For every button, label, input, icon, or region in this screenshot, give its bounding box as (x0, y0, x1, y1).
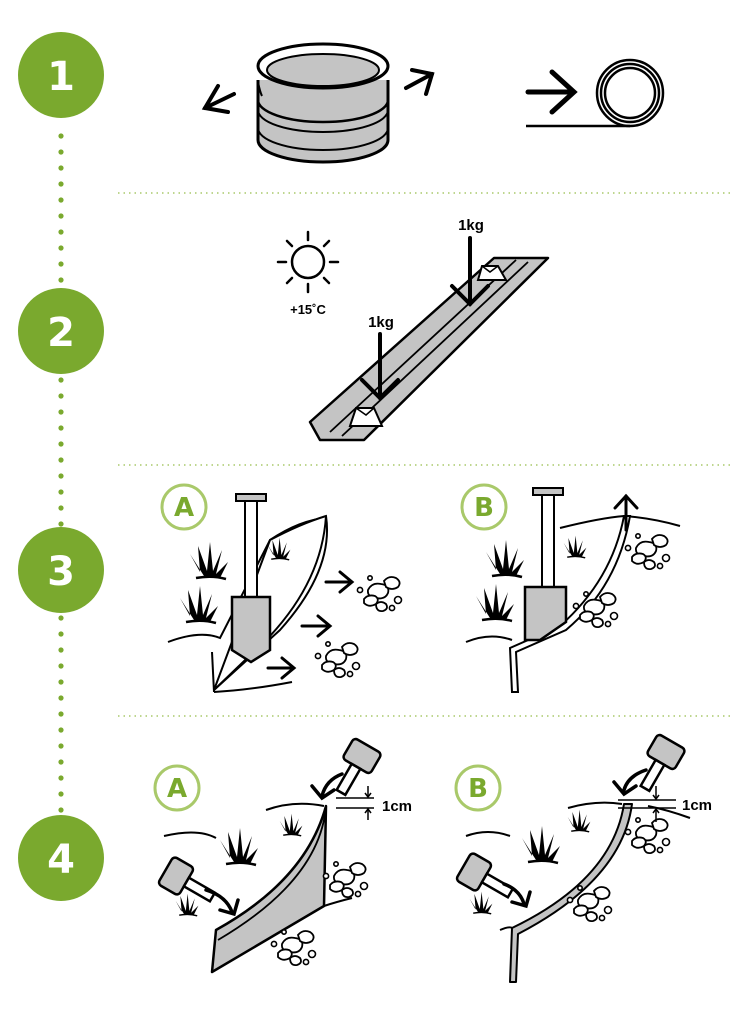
weight-arrow-bottom-icon (360, 332, 400, 401)
step-4-panel-a: A 1cm (153, 737, 412, 974)
step-4-badge: 4 (18, 815, 104, 901)
step-2-badge: 2 (18, 288, 104, 374)
section-dividers (118, 192, 730, 717)
grass-icon (278, 812, 304, 837)
timeline-dotted-line (58, 133, 64, 813)
step-3-number: 3 (47, 549, 75, 595)
step-3-panel-b-letter: B (474, 493, 494, 523)
weight-label-top: 1kg (458, 217, 484, 234)
hammer-icon (638, 733, 686, 793)
expand-arrow-right-icon (404, 68, 435, 96)
stones-icon (356, 574, 403, 613)
step-1-number: 1 (47, 54, 75, 100)
connector-ring-icon (256, 42, 390, 164)
gap-label-a: 1cm (382, 798, 412, 815)
step-2-number: 2 (47, 310, 75, 356)
step-3-panel-a-letter: A (174, 493, 194, 523)
weight-icon (476, 265, 508, 281)
weight-arrow-top-icon (450, 236, 490, 307)
stones-icon (322, 860, 369, 899)
grass-icon (178, 584, 220, 625)
step-4-panel-a-letter: A (167, 774, 187, 804)
spade-icon (523, 487, 568, 642)
weight-label-bottom: 1kg (368, 314, 394, 331)
grass-icon (218, 826, 260, 867)
grass-icon (520, 824, 562, 865)
sun-icon (276, 230, 340, 294)
step-3-panel-b: B (460, 483, 681, 693)
weight-icon (348, 407, 384, 427)
grass-icon (484, 538, 526, 579)
step-4-panel-b: B 1cm (454, 733, 712, 983)
hammer-icon (157, 856, 217, 904)
grass-icon (188, 540, 230, 581)
stones-icon (624, 532, 671, 571)
spade-icon (230, 493, 272, 664)
gap-indicator-b (618, 786, 676, 822)
stones-icon (270, 928, 317, 967)
grass-icon (174, 892, 200, 917)
flat-edging-strip (308, 256, 550, 442)
stones-icon (314, 640, 361, 679)
stones-icon (624, 816, 671, 855)
step-4-number: 4 (47, 837, 75, 883)
hammer-icon (455, 852, 515, 900)
gap-indicator-a (336, 786, 374, 820)
grass-icon (468, 890, 494, 915)
grass-icon (562, 534, 588, 559)
coil-icon (526, 58, 665, 128)
step-4-panel-b-letter: B (468, 774, 488, 804)
expand-arrow-left-icon (201, 84, 236, 114)
grass-icon (474, 582, 516, 623)
temperature-label: +15˚C (290, 302, 326, 317)
step-3-badge: 3 (18, 527, 104, 613)
gap-label-b: 1cm (682, 797, 712, 814)
step-1-badge: 1 (18, 32, 104, 118)
hammer-icon (334, 737, 382, 797)
arrow-icon (525, 69, 578, 115)
step-3-panel-a: A (160, 483, 403, 693)
grass-icon (566, 808, 592, 833)
